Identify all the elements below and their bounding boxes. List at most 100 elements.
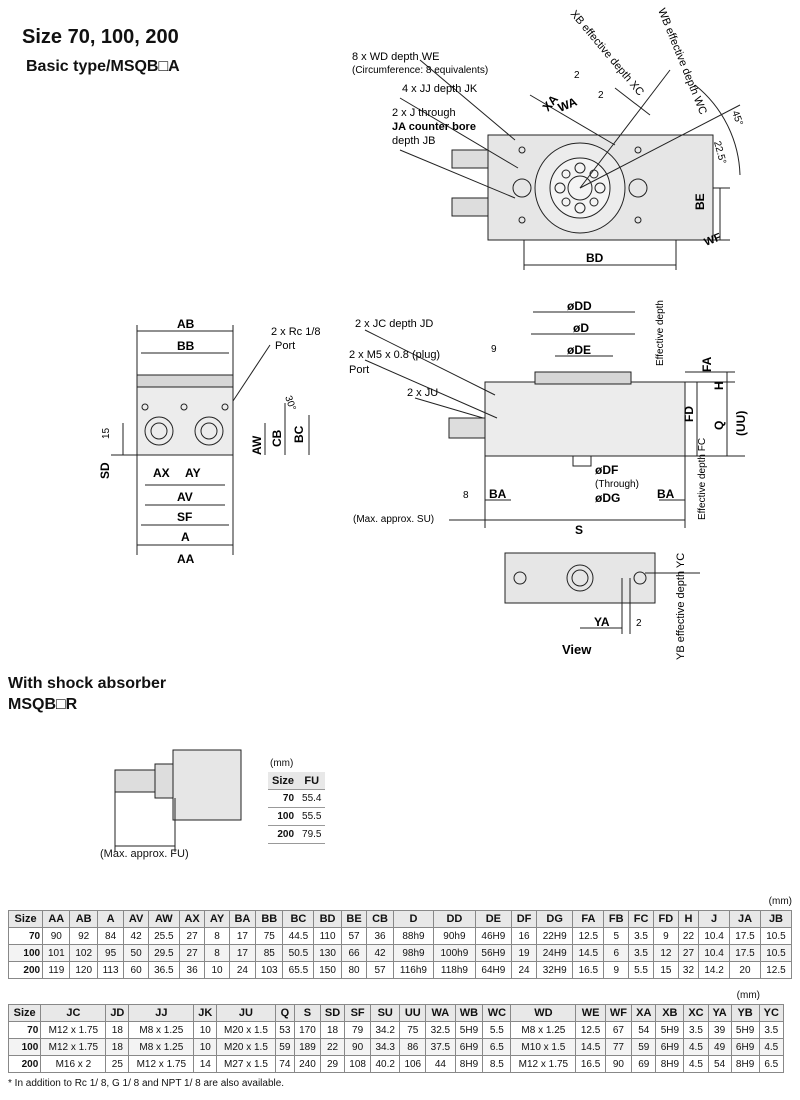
circumference-label: (Circumference: 8 equivalents) — [352, 65, 488, 76]
table1-header-cb: CB — [366, 910, 394, 928]
table-cell: 20 — [729, 961, 761, 979]
su-label: (Max. approx. SU) — [353, 514, 434, 525]
dim-two-1: 2 — [574, 70, 580, 81]
table-cell: 32.5 — [425, 1021, 456, 1039]
table-cell: 16 — [511, 927, 537, 945]
uu-label: (UU) — [734, 411, 748, 436]
table-cell: M20 x 1.5 — [216, 1038, 276, 1056]
table-cell: 118h9 — [433, 961, 476, 979]
table2-header-su: SU — [370, 1004, 401, 1022]
table2-header-jd: JD — [105, 1004, 130, 1022]
table-cell: 57 — [340, 927, 368, 945]
table2-header-sd: SD — [319, 1004, 346, 1022]
table1-header-av: AV — [123, 910, 149, 928]
table-cell: 17 — [228, 944, 257, 962]
angle-22-5-label: 22.5° — [711, 140, 728, 166]
sd-label: SD — [98, 462, 112, 479]
table-cell: 120 — [69, 961, 98, 979]
table-cell: M12 x 1.75 — [510, 1055, 577, 1073]
table-cell: M27 x 1.5 — [216, 1055, 276, 1073]
table2-header-ya: YA — [707, 1004, 732, 1022]
table-cell: 90 — [604, 1055, 633, 1073]
table-cell: 44 — [425, 1055, 456, 1073]
table-cell: 36 — [366, 927, 394, 945]
table-cell: 12 — [652, 944, 679, 962]
table-cell: M8 x 1.25 — [510, 1021, 577, 1039]
table1-header-a: A — [96, 910, 125, 928]
table1-header-ba: BA — [228, 910, 257, 928]
table-cell: 17.5 — [729, 944, 761, 962]
table2-header-q: Q — [274, 1004, 295, 1022]
wd-label: 8 x WD depth WE — [352, 51, 439, 63]
shock-unit: (mm) — [270, 758, 294, 769]
view-label: View — [562, 642, 592, 657]
table1-header-d: D — [392, 910, 435, 928]
table-cell: 100h9 — [433, 944, 476, 962]
table-cell: 22 — [319, 1038, 346, 1056]
table-cell: 8 — [204, 927, 230, 945]
table-cell: 100 — [7, 944, 44, 962]
bc-label: BC — [292, 425, 306, 443]
table2-header-s: S — [293, 1004, 321, 1022]
d-label: øD — [573, 321, 589, 335]
table-cell: 54 — [707, 1055, 732, 1073]
angle-30-label: 30° — [282, 394, 298, 412]
table1-header-fc: FC — [628, 910, 654, 928]
table-cell: 25 — [105, 1055, 130, 1073]
ya-label: YA — [594, 615, 610, 629]
table2-header-yb: YB — [730, 1004, 760, 1022]
footnote: * In addition to Rc 1/ 8, G 1/ 8 and NPT… — [8, 1078, 285, 1089]
table-cell: 42 — [123, 927, 149, 945]
table-cell: 25.5 — [147, 927, 180, 945]
table-cell: 103 — [255, 961, 284, 979]
fu-label: (Max. approx. FU) — [100, 848, 189, 860]
table-cell: 27 — [178, 927, 206, 945]
table2-header-sf: SF — [344, 1004, 372, 1022]
ba-left-label: BA — [489, 487, 507, 501]
table-cell: 3.5 — [758, 1021, 785, 1039]
table-cell: 32H9 — [535, 961, 574, 979]
table-cell: 189 — [293, 1038, 321, 1056]
table-cell: 18 — [105, 1021, 130, 1039]
table-cell: 10 — [193, 1038, 218, 1056]
table-cell: 69 — [631, 1055, 657, 1073]
be-label: BE — [693, 193, 707, 210]
table-cell: 18 — [105, 1038, 130, 1056]
table-cell: 119 — [42, 961, 71, 979]
table-cell: 75 — [399, 1021, 427, 1039]
table-cell: 65.5 — [282, 961, 315, 979]
table-cell: 5.5 — [482, 1021, 512, 1039]
jb-label: depth JB — [392, 135, 435, 147]
table-cell: 17.5 — [729, 927, 761, 945]
de-label: øDE — [567, 343, 591, 357]
table-cell: 90h9 — [433, 927, 476, 945]
table-cell: 92 — [69, 927, 98, 945]
table-cell: 150 — [313, 961, 342, 979]
dim-8-label: 8 — [463, 490, 469, 501]
table2-header-wb: WB — [454, 1004, 484, 1022]
table2-header-yc: YC — [758, 1004, 785, 1022]
table-cell: 10 — [204, 961, 230, 979]
table-cell: 22 — [677, 927, 700, 945]
table-cell: 9 — [652, 927, 679, 945]
ab-label: AB — [177, 317, 195, 331]
table1-header-j: J — [698, 910, 731, 928]
table-cell: 66 — [340, 944, 368, 962]
table1-header-size: Size — [7, 910, 44, 928]
table-cell: 29.5 — [147, 944, 180, 962]
table1-header-be: BE — [340, 910, 368, 928]
table-cell: 5 — [603, 927, 630, 945]
end-view-drawing: AB BB 2 x Rc 1/8 Port 30° 15 SD AW CB BC… — [98, 317, 321, 566]
table-cell: 200 — [7, 1055, 42, 1073]
table-cell: 40.2 — [370, 1055, 401, 1073]
side-port-label: Port — [349, 364, 369, 376]
table-cell: 16.5 — [575, 1055, 606, 1073]
table-cell: 95 — [96, 944, 125, 962]
sf-label: SF — [177, 510, 192, 524]
table2-header-ju: JU — [216, 1004, 276, 1022]
table-cell: 6H9 — [730, 1038, 760, 1056]
table-cell: 85 — [255, 944, 284, 962]
